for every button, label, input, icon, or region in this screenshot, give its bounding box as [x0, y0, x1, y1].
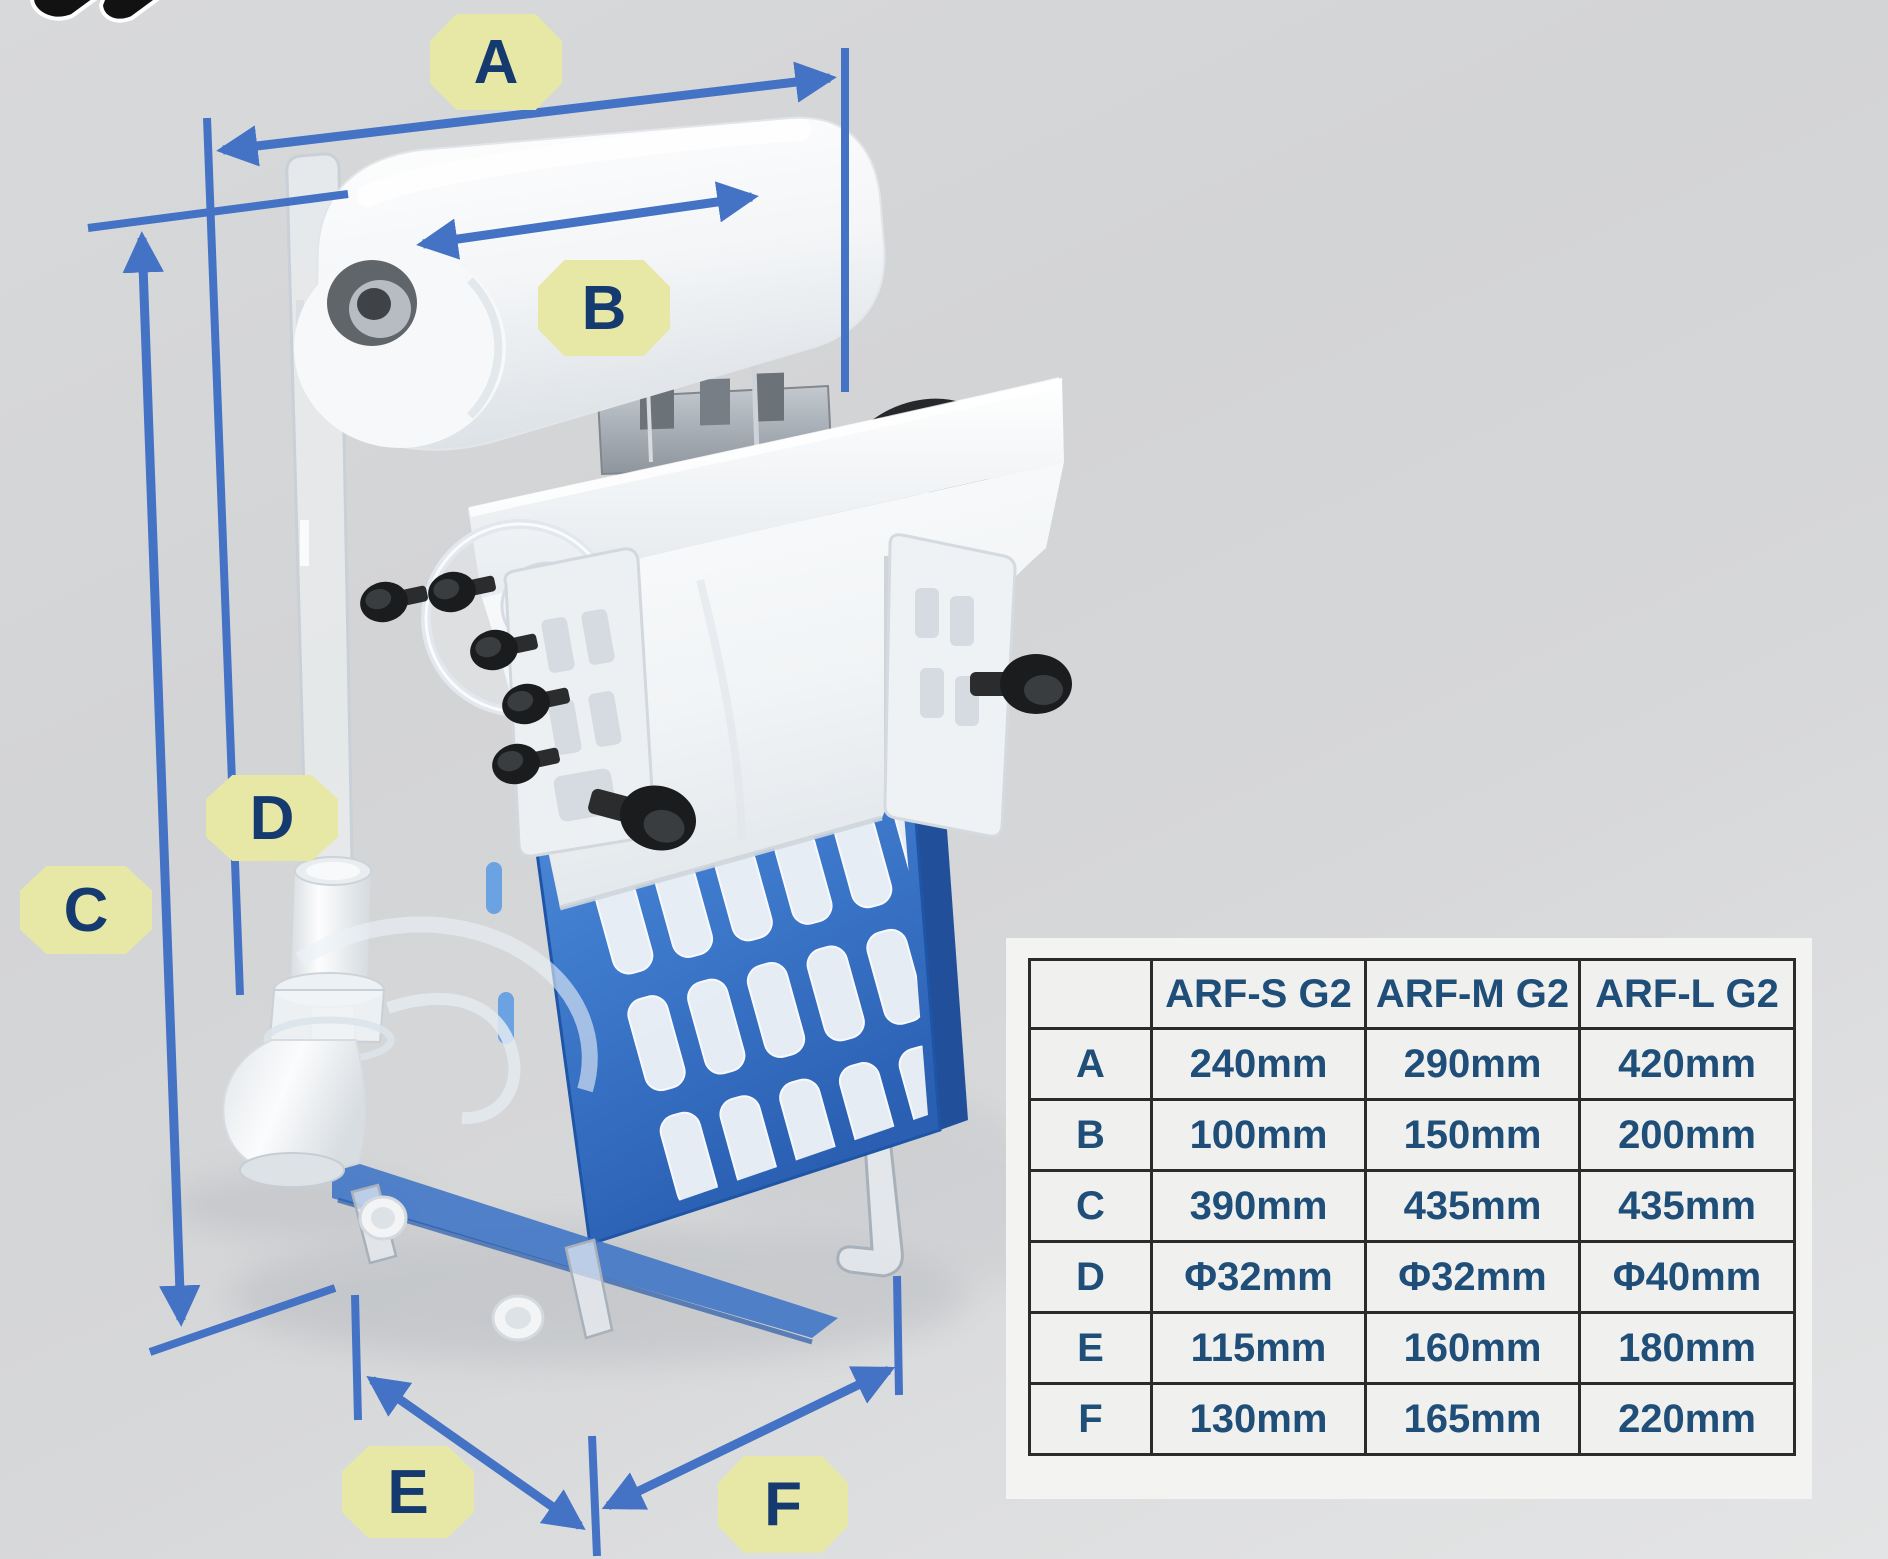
value-cell: Φ32mm: [1150, 1240, 1367, 1314]
dim-badge-A: A: [430, 14, 562, 110]
value-cell: 100mm: [1150, 1098, 1367, 1172]
row-label: C: [1028, 1169, 1153, 1243]
value-cell: 200mm: [1578, 1098, 1796, 1172]
dim-line-C: [122, 231, 201, 1327]
header-cell-arf-m: ARF-M G2: [1364, 958, 1581, 1030]
value-cell: 115mm: [1150, 1311, 1367, 1385]
header-cell-arf-l: ARF-L G2: [1578, 958, 1796, 1030]
dim-badge-C: C: [20, 866, 152, 954]
value-cell: Φ40mm: [1578, 1240, 1796, 1314]
value-cell: 165mm: [1364, 1382, 1581, 1456]
clamp-bracket-right: [883, 533, 1017, 838]
value-cell: 150mm: [1364, 1098, 1581, 1172]
dim-line-A: [216, 61, 837, 167]
row-label: B: [1028, 1098, 1153, 1172]
roller-filter-machine: [222, 116, 1072, 1345]
dim-ext-F-right: [893, 1275, 903, 1396]
dim-badge-D: D: [206, 775, 338, 861]
table-row: B 100mm 150mm 200mm: [1028, 1098, 1796, 1172]
brand-logo-partial-icon: [29, 0, 160, 23]
clamp-bracket-left: [503, 547, 656, 858]
dim-line-F: [601, 1365, 896, 1511]
acrylic-rod: [646, 385, 653, 463]
value-cell: 290mm: [1364, 1027, 1581, 1101]
value-cell: 160mm: [1364, 1311, 1581, 1385]
value-cell: 420mm: [1578, 1027, 1796, 1101]
table-row: D Φ32mm Φ32mm Φ40mm: [1028, 1240, 1796, 1314]
header-cell-arf-s: ARF-S G2: [1150, 958, 1367, 1030]
row-label: F: [1028, 1382, 1153, 1456]
table-row: A 240mm 290mm 420mm: [1028, 1027, 1796, 1101]
spec-table-panel: ARF-S G2 ARF-M G2 ARF-L G2 A 240mm 290mm…: [1006, 938, 1812, 1499]
dimension-lines: [87, 48, 903, 1557]
table-header-row: ARF-S G2 ARF-M G2 ARF-L G2: [1028, 958, 1796, 1030]
cassette-tab: [486, 862, 502, 914]
dimension-spec-table: ARF-S G2 ARF-M G2 ARF-L G2 A 240mm 290mm…: [1028, 958, 1796, 1456]
table-row: F 130mm 165mm 220mm: [1028, 1382, 1796, 1456]
table-row: E 115mm 160mm 180mm: [1028, 1311, 1796, 1385]
dim-ext-E-left: [351, 1294, 362, 1421]
value-cell: 435mm: [1364, 1169, 1581, 1243]
dim-badge-E: E: [342, 1446, 474, 1538]
row-label: E: [1028, 1311, 1153, 1385]
dim-ext-C-bottom: [148, 1284, 337, 1356]
value-cell: 240mm: [1150, 1027, 1367, 1101]
dim-ext-EF-center: [588, 1435, 601, 1557]
dim-line-B: [416, 181, 759, 260]
header-cell-empty: [1028, 958, 1153, 1030]
dim-badge-B: B: [538, 260, 670, 356]
dim-ext-C-top: [87, 190, 349, 232]
table-row: C 390mm 435mm 435mm: [1028, 1169, 1796, 1243]
value-cell: 180mm: [1578, 1311, 1796, 1385]
value-cell: 435mm: [1578, 1169, 1796, 1243]
row-label: A: [1028, 1027, 1153, 1101]
value-cell: 390mm: [1150, 1169, 1367, 1243]
dim-ext-A-left: [203, 117, 244, 996]
dim-badge-F: F: [718, 1456, 848, 1553]
thumb-screws: [360, 571, 1072, 851]
inlet-pipe-elbow: [222, 856, 598, 1188]
value-cell: 220mm: [1578, 1382, 1796, 1456]
dim-line-E: [366, 1376, 586, 1530]
row-label: D: [1028, 1240, 1153, 1314]
value-cell: Φ32mm: [1364, 1240, 1581, 1314]
value-cell: 130mm: [1150, 1382, 1367, 1456]
